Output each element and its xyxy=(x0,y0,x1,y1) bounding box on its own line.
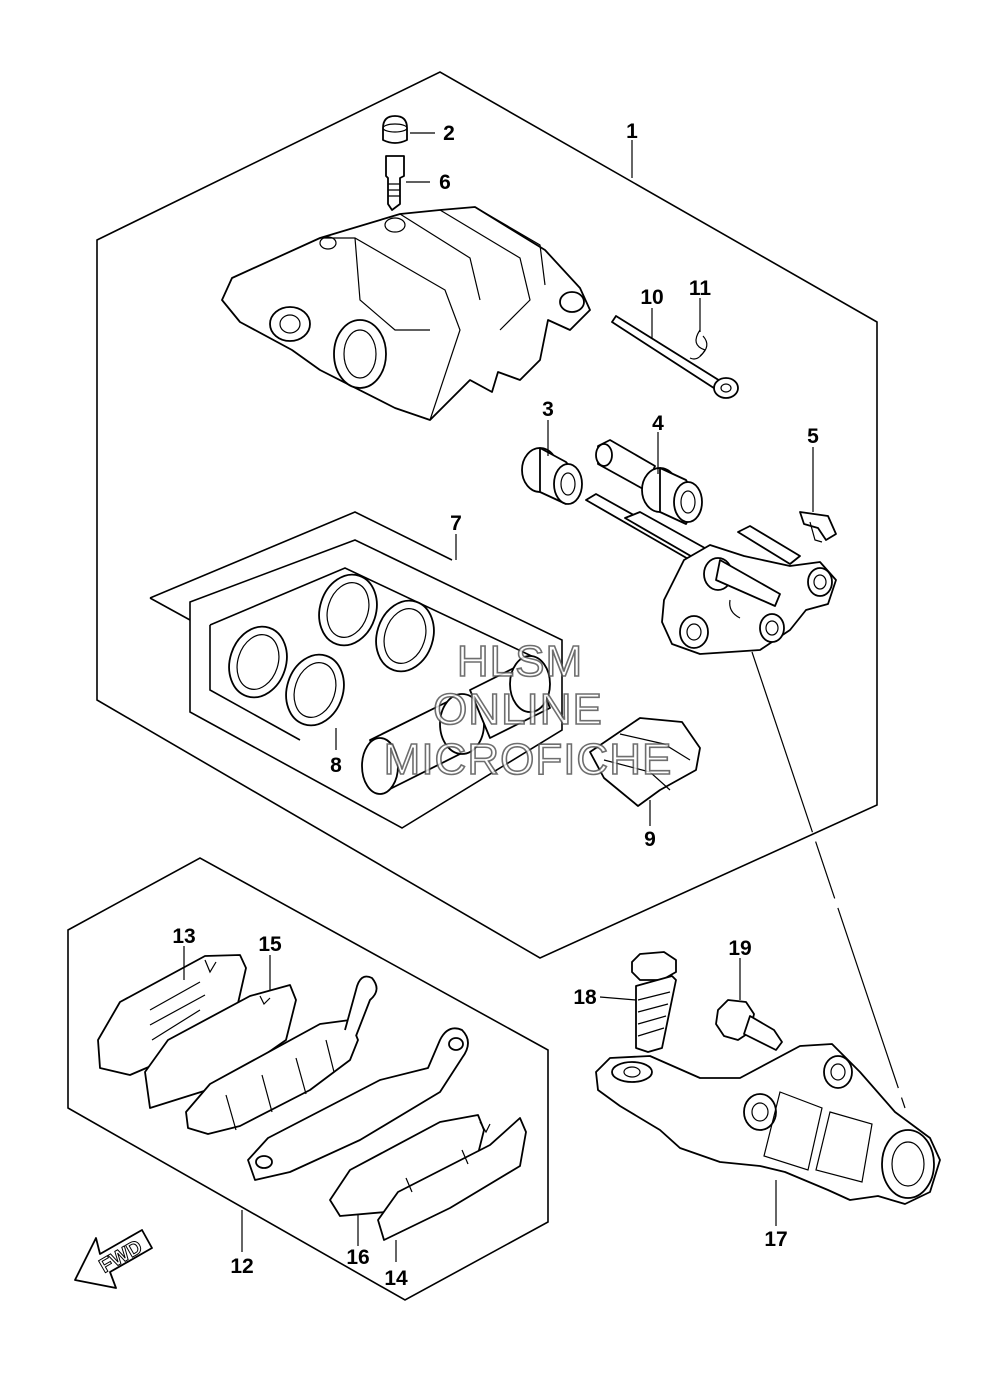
caliper-bracket xyxy=(585,493,837,655)
callout-16: 16 xyxy=(346,1246,369,1269)
callouts: 1 2 6 10 11 3 4 5 7 8 9 13 15 12 16 14 1… xyxy=(172,120,819,1290)
pad-spring xyxy=(589,717,701,807)
callout-1: 1 xyxy=(626,120,638,143)
fwd-direction-arrow: FWD xyxy=(74,1229,153,1289)
seal-kit-box xyxy=(149,511,563,829)
callout-12: 12 xyxy=(230,1255,253,1278)
boot-3 xyxy=(521,447,583,505)
watermark-line-3: MICROFICHE xyxy=(384,735,673,784)
callout-14: 14 xyxy=(384,1267,408,1290)
pin-clip xyxy=(689,329,708,360)
callout-7: 7 xyxy=(450,512,462,535)
mount-screw xyxy=(715,999,783,1051)
bleeder-valve xyxy=(385,155,405,211)
pad-set-outline xyxy=(67,857,549,1301)
callout-9: 9 xyxy=(644,828,656,851)
shim-13 xyxy=(97,954,247,1076)
callout-6: 6 xyxy=(439,171,451,194)
retainer-clip xyxy=(799,511,837,543)
brake-pad-inner xyxy=(185,975,378,1135)
caliper-assembly-outline xyxy=(96,71,878,959)
callout-11: 11 xyxy=(689,277,712,300)
callout-8: 8 xyxy=(330,754,342,777)
callout-18: 18 xyxy=(573,986,597,1009)
callout-15: 15 xyxy=(258,933,282,956)
callout-5: 5 xyxy=(807,425,819,448)
boot-4 xyxy=(595,439,703,525)
callout-10: 10 xyxy=(640,286,663,309)
shim-15 xyxy=(144,984,297,1109)
caliper-body xyxy=(221,206,591,421)
leader-lines xyxy=(183,132,906,1262)
brake-pad-outer xyxy=(247,1027,469,1181)
caliper-mount xyxy=(595,1043,941,1205)
pistons xyxy=(361,655,551,795)
watermark-line-2: ONLINE xyxy=(433,685,603,734)
callout-4: 4 xyxy=(652,412,664,435)
callout-2: 2 xyxy=(443,122,455,145)
shim-16 xyxy=(329,1114,491,1217)
bleeder-cap xyxy=(382,115,408,144)
callout-19: 19 xyxy=(728,937,751,960)
callout-13: 13 xyxy=(172,925,195,948)
watermark: HLSM ONLINE MICROFICHE xyxy=(383,636,673,785)
callout-17: 17 xyxy=(764,1228,787,1251)
callout-3: 3 xyxy=(542,398,554,421)
mount-bolt xyxy=(631,951,677,1053)
shim-14 xyxy=(377,1117,527,1241)
pad-pin xyxy=(611,315,739,399)
watermark-line-1: HLSM xyxy=(457,637,583,686)
